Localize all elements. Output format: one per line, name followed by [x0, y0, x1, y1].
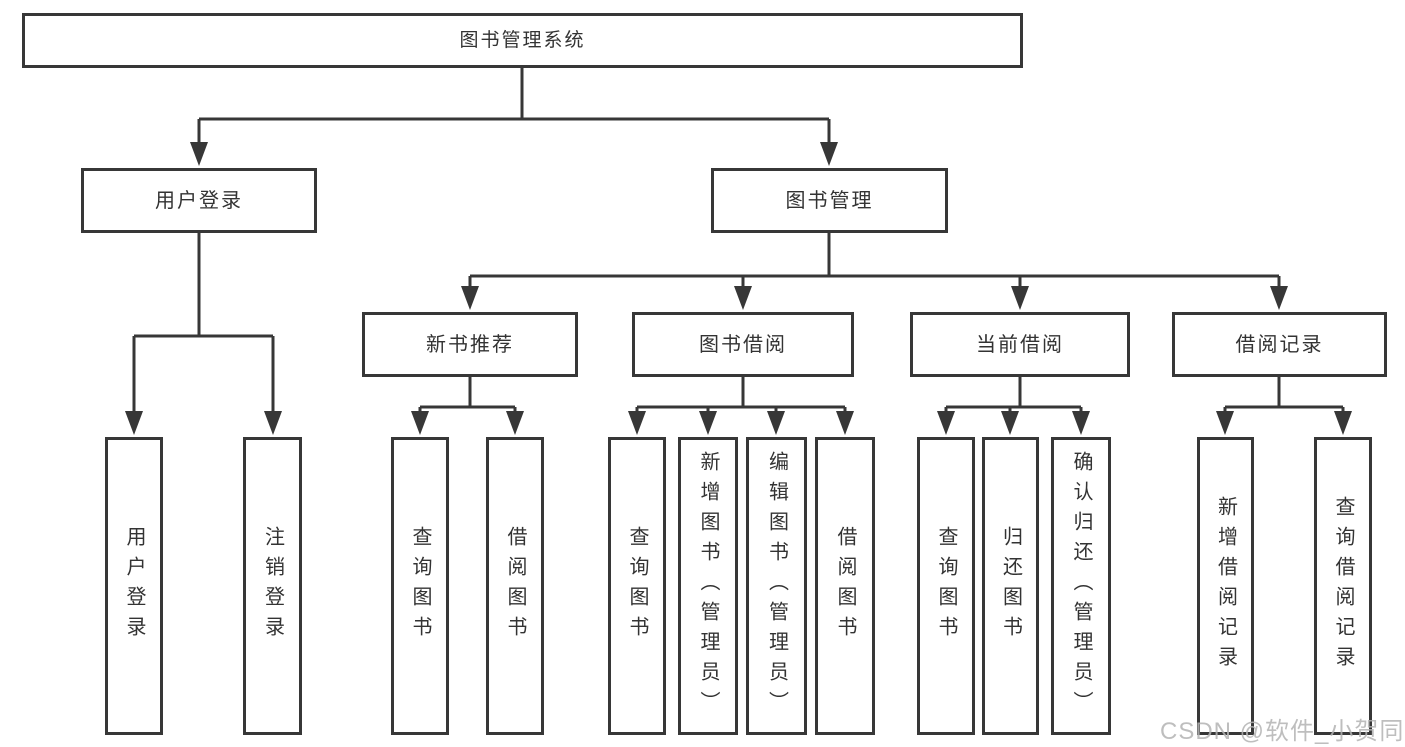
node-new-book-recommend: 新书推荐 — [362, 312, 578, 377]
connector-currentborrow-to-leaves — [944, 377, 1083, 413]
connector-records-to-leaves — [1223, 377, 1345, 413]
connector-userlogin-to-leaves — [132, 233, 275, 413]
node-book-borrowing: 图书借阅 — [632, 312, 854, 377]
connector-bookborrow-to-leaves — [635, 377, 847, 413]
leaf-query-books-current: 查询图书 — [917, 437, 975, 735]
node-user-login: 用户登录 — [81, 168, 317, 233]
leaf-edit-book-admin: 编辑图书（管理员） — [746, 437, 807, 735]
leaf-return-books: 归还图书 — [982, 437, 1039, 735]
watermark: CSDN @软件_小贺同学 — [1160, 718, 1405, 745]
arrowheads — [125, 142, 1352, 435]
leaf-borrow-books-borrowing: 借阅图书 — [815, 437, 875, 735]
connector-root-to-level2 — [197, 68, 831, 144]
leaf-query-borrow-record: 查询借阅记录 — [1314, 437, 1372, 735]
leaf-logout: 注销登录 — [243, 437, 302, 735]
node-root-library-system: 图书管理系统 — [22, 13, 1023, 68]
connector-bookmgmt-to-sections — [468, 233, 1281, 288]
node-borrowing-records: 借阅记录 — [1172, 312, 1387, 377]
node-book-management: 图书管理 — [711, 168, 948, 233]
connector-newbook-to-leaves — [418, 377, 517, 413]
leaf-add-book-admin: 新增图书（管理员） — [678, 437, 738, 735]
leaf-query-books-recommend: 查询图书 — [391, 437, 449, 735]
node-current-borrowing: 当前借阅 — [910, 312, 1130, 377]
leaf-borrow-books-recommend: 借阅图书 — [486, 437, 544, 735]
leaf-query-books-borrowing: 查询图书 — [608, 437, 666, 735]
leaf-confirm-return-admin: 确认归还（管理员） — [1051, 437, 1111, 735]
leaf-user-login: 用户登录 — [105, 437, 163, 735]
leaf-add-borrow-record: 新增借阅记录 — [1197, 437, 1254, 735]
